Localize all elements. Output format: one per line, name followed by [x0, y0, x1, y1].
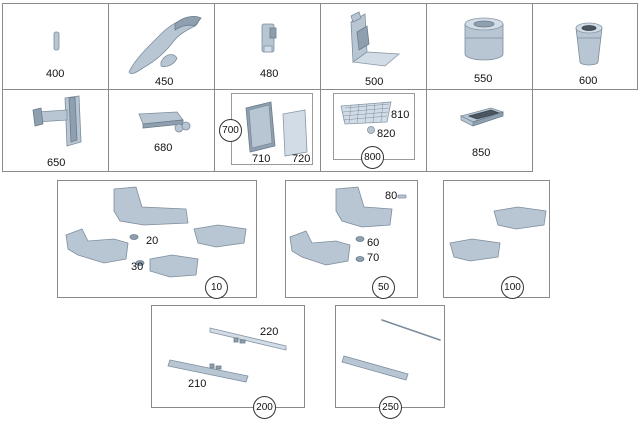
- group-number-badge: 250: [379, 396, 402, 419]
- group-number-badge: 700: [219, 119, 242, 142]
- rod-icon: [53, 31, 60, 51]
- floor-mat-set-icon: [65, 186, 247, 278]
- sill-strip-icon: [167, 327, 287, 383]
- part-number-label: 680: [154, 142, 173, 154]
- sub-part-label: 20: [146, 235, 159, 247]
- part-cell-800[interactable]: 810 820 800: [320, 89, 427, 172]
- part-cell-500[interactable]: 500: [320, 3, 427, 90]
- part-number-label: 550: [474, 73, 493, 85]
- tray-clip-icon: [138, 111, 191, 133]
- part-cell-10[interactable]: 20 30 10: [57, 180, 257, 299]
- part-number-label: 650: [47, 157, 66, 169]
- charging-pad-icon: [459, 107, 505, 127]
- sub-part-label: 80: [385, 190, 398, 202]
- part-cell-850[interactable]: 850: [426, 89, 533, 172]
- clip-holder-icon: [261, 23, 277, 53]
- part-number-label: 850: [472, 147, 491, 159]
- part-cell-480[interactable]: 480: [214, 3, 321, 90]
- part-cell-450[interactable]: 450: [108, 3, 215, 90]
- floor-mat-set-icon: [289, 186, 407, 266]
- hook-holder-icon: [128, 16, 202, 75]
- sub-part-label: 60: [367, 237, 380, 249]
- floor-mat-pair-icon: [449, 206, 547, 262]
- part-cell-100[interactable]: 100: [443, 180, 550, 299]
- phone-mount-icon: [32, 95, 82, 147]
- part-cell-200[interactable]: 220 210 200: [151, 305, 305, 419]
- part-cell-250[interactable]: 250: [335, 305, 445, 419]
- part-number-label: 500: [365, 76, 384, 88]
- tablet-stand-icon: [350, 11, 401, 67]
- sub-part-label: 70: [367, 252, 380, 264]
- sub-part-label: 710: [252, 153, 271, 165]
- group-number-badge: 50: [372, 276, 395, 299]
- sub-part-label: 220: [260, 326, 279, 338]
- part-number-label: 600: [579, 75, 598, 87]
- cylinder-container-icon: [464, 17, 504, 61]
- part-cell-600[interactable]: 600: [532, 3, 638, 90]
- sub-part-label: 30: [131, 261, 144, 273]
- part-number-label: 400: [46, 68, 65, 80]
- part-cell-650[interactable]: 650: [2, 89, 109, 172]
- sub-part-label: 810: [391, 109, 410, 121]
- net-pocket-icon: [340, 101, 392, 134]
- part-cell-400[interactable]: 400: [2, 3, 109, 90]
- sill-strip-icon: [341, 319, 441, 381]
- group-number-badge: 800: [361, 146, 384, 169]
- sub-part-label: 820: [377, 128, 396, 140]
- part-number-label: 450: [155, 76, 174, 88]
- part-cell-50[interactable]: 80 60 70 50: [285, 180, 418, 299]
- group-number-badge: 10: [205, 276, 228, 299]
- group-number-badge: 100: [501, 276, 524, 299]
- shade-panels-icon: [245, 101, 308, 157]
- sub-part-label: 210: [188, 378, 207, 390]
- part-cell-550[interactable]: 550: [426, 3, 533, 90]
- part-cell-680[interactable]: 680: [108, 89, 215, 172]
- part-cell-700[interactable]: 710 720 700: [214, 89, 321, 172]
- group-number-badge: 200: [253, 396, 276, 419]
- part-number-label: 480: [260, 68, 279, 80]
- cup-container-icon: [575, 22, 603, 66]
- sub-part-label: 720: [292, 153, 311, 165]
